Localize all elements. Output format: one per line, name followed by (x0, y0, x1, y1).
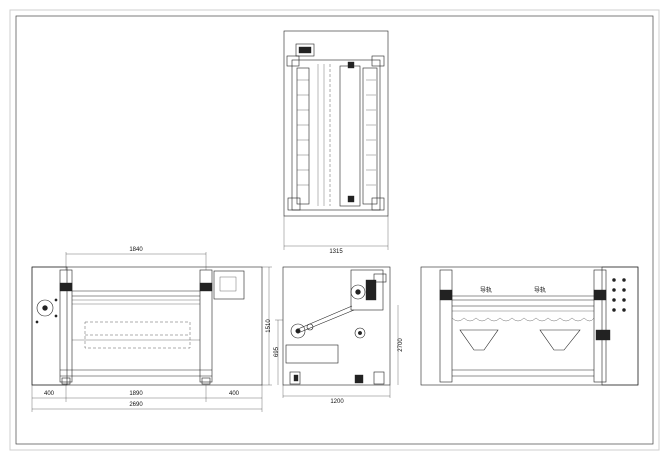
dim-front-right-offset: 400 (229, 391, 240, 397)
dim-front-middle: 1890 (129, 391, 143, 397)
dim-front-top-width: 1840 (129, 247, 143, 253)
dim-front-overall: 2690 (129, 402, 143, 408)
drawing-border-inner (15, 15, 654, 445)
dim-top-width: 1315 (329, 249, 343, 255)
dim-side-depth: 1200 (330, 399, 344, 405)
dim-front-height: 1510 (266, 319, 272, 333)
dim-front-left-offset: 400 (44, 391, 55, 397)
side-view: 1200 695 2700 (274, 266, 404, 405)
drawing-border-outer (9, 9, 660, 451)
rear-label-right: 导轨 (534, 286, 546, 294)
front-view: 1840 1510 400 1890 400 2690 (31, 247, 272, 412)
dim-side-lower-height: 695 (274, 346, 280, 357)
dim-side-roll-height: 2700 (398, 338, 404, 352)
rear-label-left: 导轨 (480, 286, 492, 294)
top-view: 1315 (283, 30, 389, 255)
rear-view: 导轨 导轨 (420, 266, 639, 386)
